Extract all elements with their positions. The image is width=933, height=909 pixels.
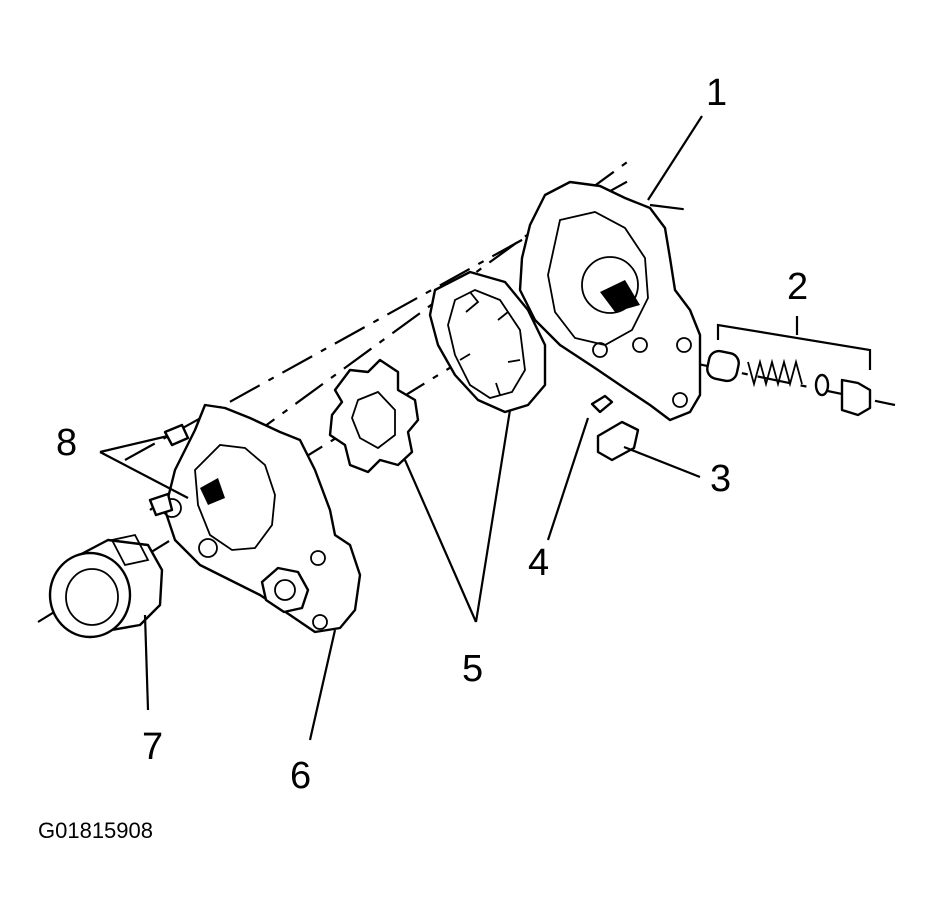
pump-housing bbox=[518, 180, 702, 422]
seal-sleeve bbox=[48, 533, 164, 639]
callout-4: 4 bbox=[528, 542, 550, 584]
outer-rotor bbox=[428, 270, 547, 414]
inner-rotor bbox=[328, 358, 420, 474]
assembly-axes bbox=[37, 159, 896, 623]
callout-1: 1 bbox=[706, 72, 728, 114]
callout-7: 7 bbox=[142, 726, 164, 768]
callout-8: 8 bbox=[56, 422, 78, 464]
figure-id: G01815908 bbox=[38, 818, 153, 843]
callout-3: 3 bbox=[710, 458, 732, 500]
callout-6: 6 bbox=[290, 755, 312, 797]
pump-cover bbox=[162, 403, 362, 634]
pin bbox=[590, 394, 614, 414]
screws bbox=[148, 423, 190, 517]
callout-5: 5 bbox=[462, 648, 484, 690]
callout-2: 2 bbox=[787, 266, 809, 308]
relief-valve-assembly bbox=[706, 316, 872, 417]
plug bbox=[596, 420, 640, 462]
leader-lines bbox=[99, 115, 703, 741]
